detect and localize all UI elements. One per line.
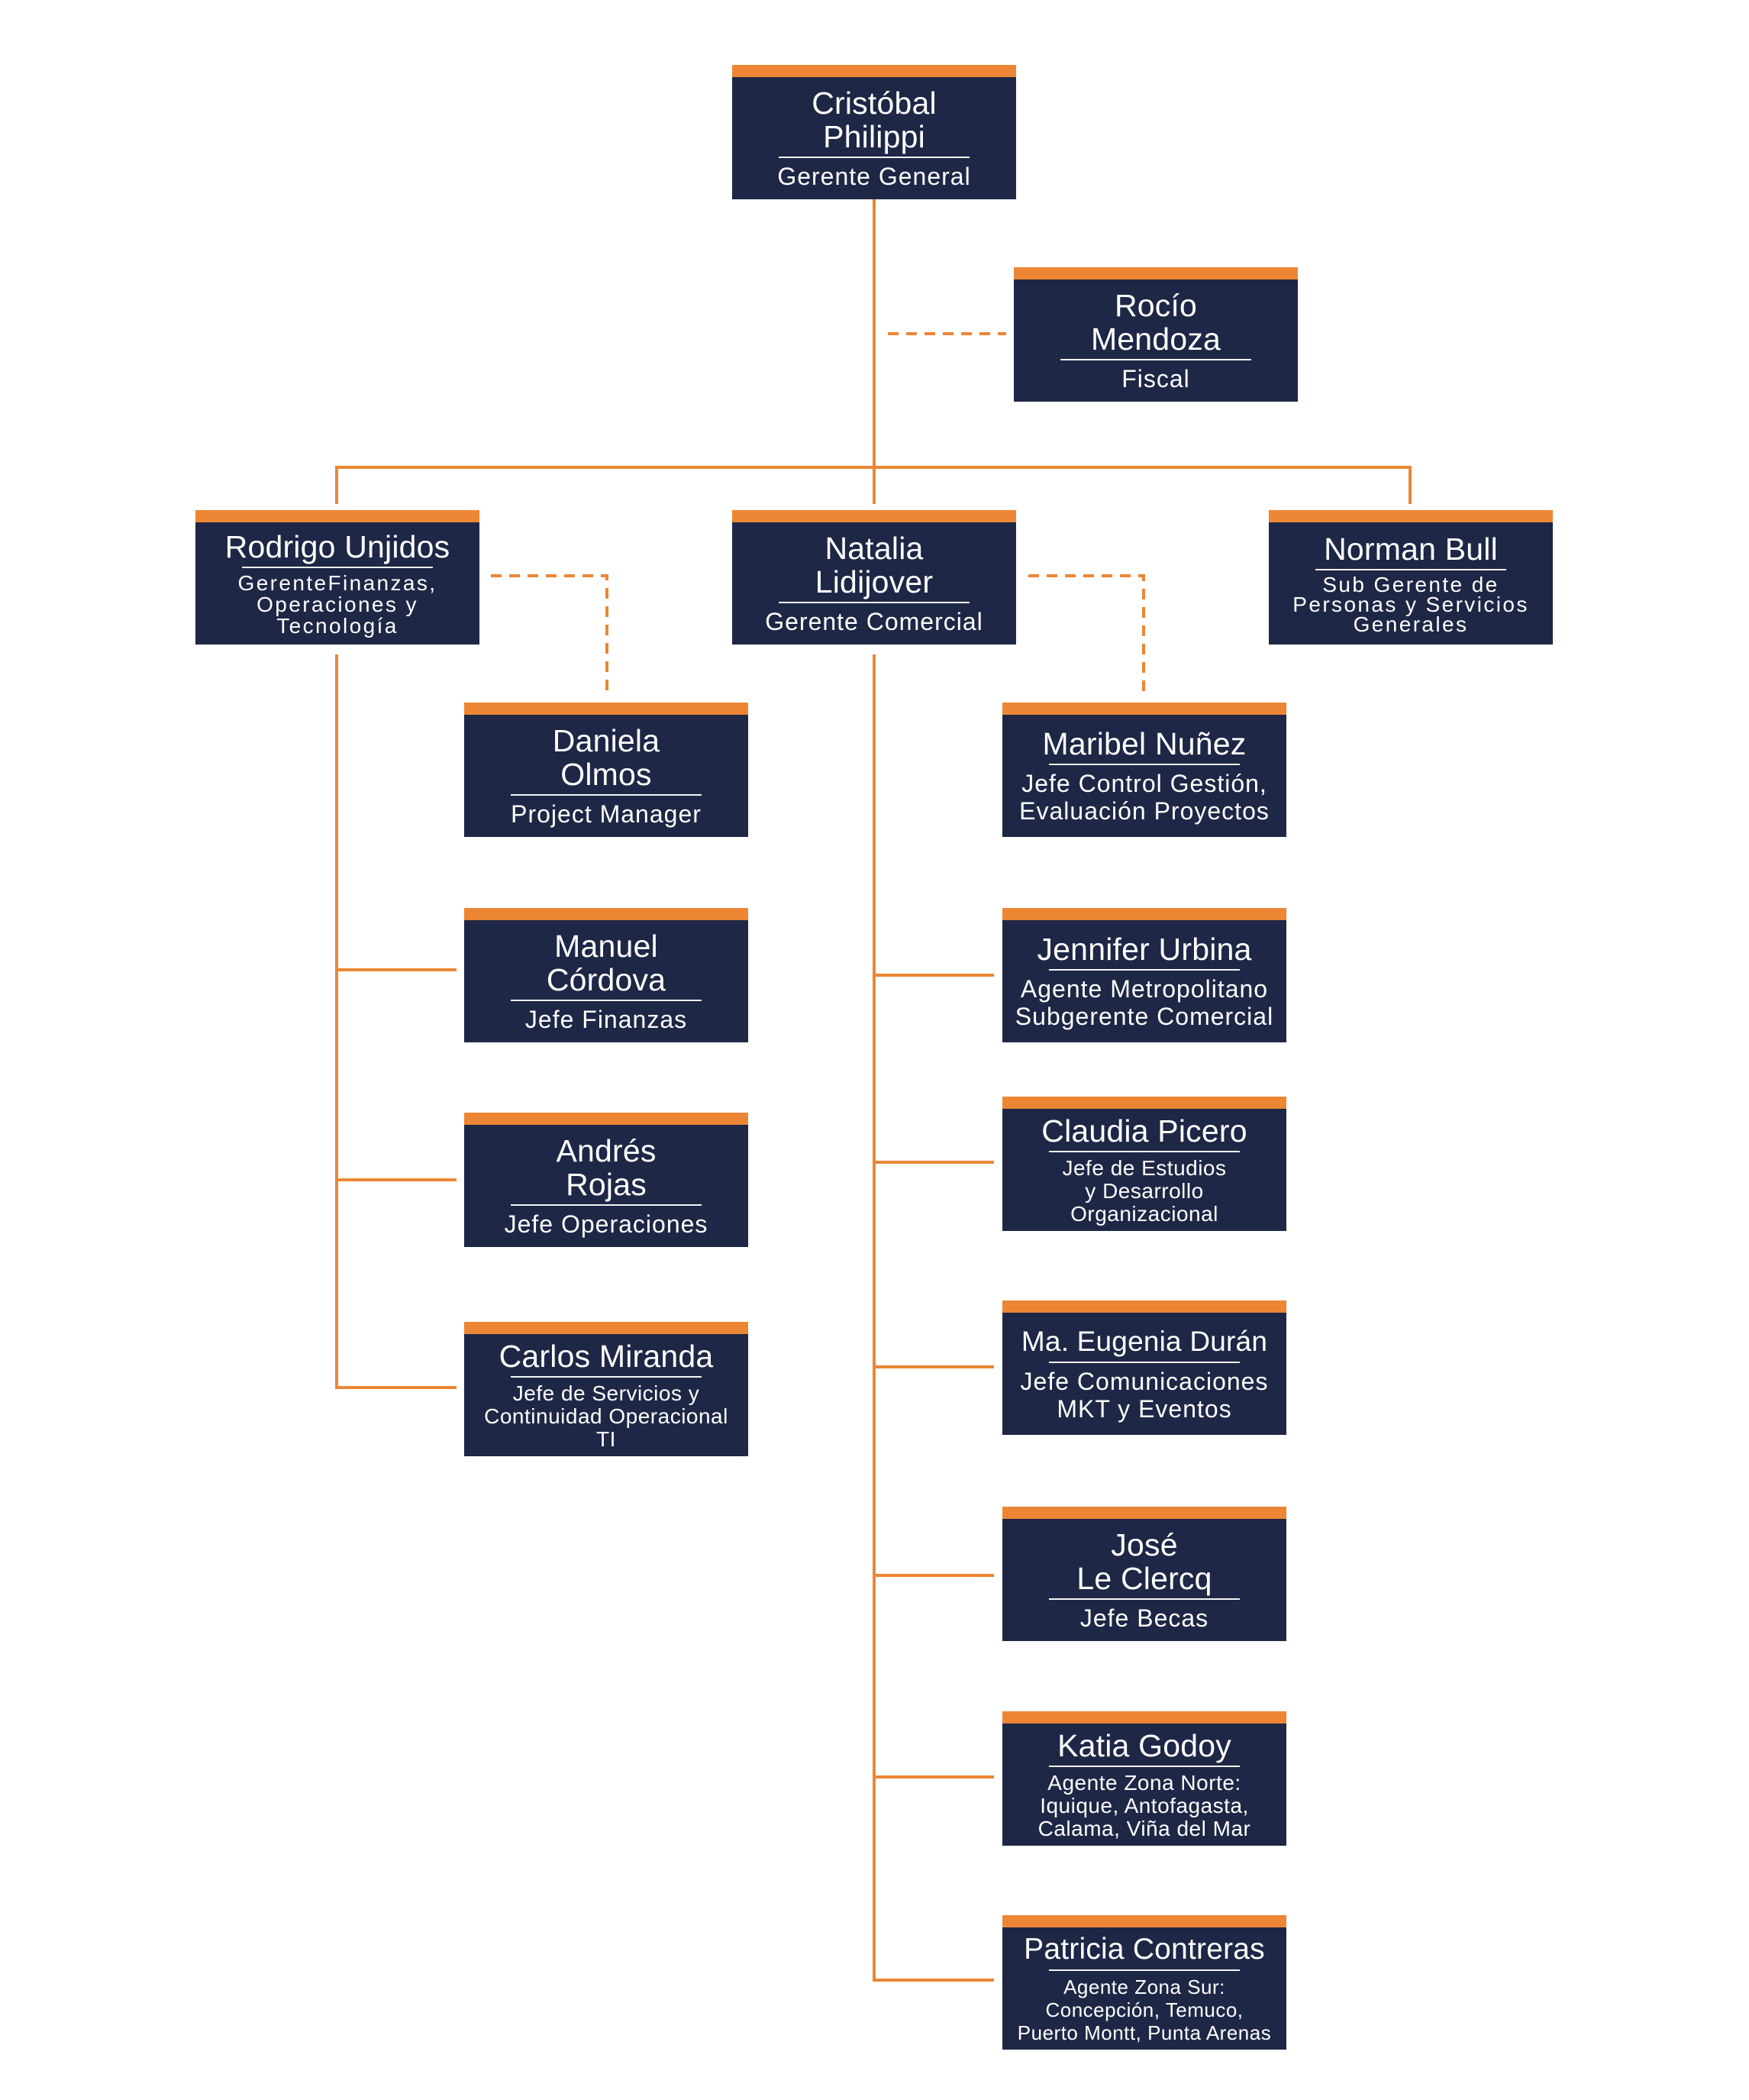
node-role: Jefe de Servicios y Continuidad Operacio… <box>484 1381 728 1451</box>
node-role: Jefe Becas <box>1079 1604 1209 1632</box>
node-andres: Andrés Rojas Jefe Operaciones <box>464 1113 748 1247</box>
name-divider <box>511 1204 702 1206</box>
node-name: Daniela Olmos <box>552 723 660 792</box>
node-name: Patricia Contreras <box>1024 1933 1265 1966</box>
node-role: Jefe de Estudios y Desarrollo Organizaci… <box>1062 1156 1227 1226</box>
node-role: GerenteFinanzas, Operaciones y Tecnologí… <box>237 571 437 638</box>
node-role: Sub Gerente de Personas y Servicios Gene… <box>1292 573 1529 636</box>
node-name: Natalia Lidijover <box>815 531 934 599</box>
node-role: Jefe Finanzas <box>524 1006 688 1033</box>
node-maribel: Maribel Nuñez Jefe Control Gestión, Eval… <box>1002 703 1286 837</box>
node-name: Norman Bull <box>1324 531 1498 567</box>
name-divider <box>1049 969 1240 971</box>
node-role: Agente Zona Norte: Iquique, Antofagasta,… <box>1037 1771 1251 1840</box>
name-divider <box>1060 359 1251 360</box>
node-name: Ma. Eugenia Durán <box>1021 1326 1268 1357</box>
node-eugenia: Ma. Eugenia Durán Jefe Comunicaciones MK… <box>1002 1300 1286 1435</box>
name-divider <box>1049 1598 1240 1600</box>
node-name: Rodrigo Unjidos <box>224 529 450 564</box>
dashed-connector-maribel <box>1028 574 1145 691</box>
name-divider <box>1049 1151 1240 1152</box>
node-name: Carlos Miranda <box>499 1339 714 1374</box>
node-jennifer: Jennifer Urbina Agente Metropolitano Sub… <box>1002 908 1286 1042</box>
node-role: Agente Zona Sur: Concepción, Temuco, Pue… <box>1017 1976 1272 2044</box>
node-role: Jefe Control Gestión, Evaluación Proyect… <box>1019 770 1270 825</box>
node-jose: José Le Clercq Jefe Becas <box>1002 1507 1286 1641</box>
node-manuel: Manuel Córdova Jefe Finanzas <box>464 908 748 1042</box>
node-role: Jefe Comunicaciones MKT y Eventos <box>1020 1368 1269 1423</box>
node-name: Rocío Mendoza <box>1090 288 1221 357</box>
node-role: Gerente General <box>777 163 971 190</box>
name-divider <box>1049 1969 1240 1971</box>
node-rocio: Rocío Mendoza Fiscal <box>1014 267 1298 402</box>
name-divider <box>779 602 970 603</box>
node-name: Andrés Rojas <box>556 1133 657 1202</box>
name-divider <box>1049 1362 1240 1363</box>
name-divider <box>511 794 702 796</box>
node-role: Jefe Operaciones <box>504 1210 708 1238</box>
name-divider <box>511 1000 702 1001</box>
node-katia: Katia Godoy Agente Zona Norte: Iquique, … <box>1002 1711 1286 1846</box>
node-rodrigo: Rodrigo Unjidos GerenteFinanzas, Operaci… <box>195 510 479 645</box>
node-name: José Le Clercq <box>1076 1527 1212 1596</box>
node-name: Katia Godoy <box>1057 1728 1231 1763</box>
node-carlos: Carlos Miranda Jefe de Servicios y Conti… <box>464 1322 748 1456</box>
name-divider <box>511 1376 702 1378</box>
node-role: Fiscal <box>1121 365 1190 393</box>
name-divider <box>1049 764 1240 765</box>
node-natalia: Natalia Lidijover Gerente Comercial <box>732 510 1016 645</box>
name-divider <box>779 157 970 158</box>
dashed-connector-daniela <box>491 574 608 691</box>
node-claudia: Claudia Picero Jefe de Estudios y Desarr… <box>1002 1097 1286 1231</box>
node-name: Manuel Córdova <box>546 929 666 997</box>
node-cristobal: Cristóbal Philippi Gerente General <box>732 65 1016 199</box>
node-role: Agente Metropolitano Subgerente Comercia… <box>1015 975 1274 1030</box>
node-name: Cristóbal Philippi <box>812 86 937 154</box>
node-name: Jennifer Urbina <box>1037 932 1252 967</box>
node-role: Project Manager <box>511 800 702 828</box>
node-daniela: Daniela Olmos Project Manager <box>464 703 748 837</box>
name-divider <box>1315 569 1506 570</box>
node-norman: Norman Bull Sub Gerente de Personas y Se… <box>1269 510 1553 645</box>
name-divider <box>1049 1766 1240 1767</box>
node-name: Claudia Picero <box>1041 1113 1247 1149</box>
node-role: Gerente Comercial <box>765 608 983 635</box>
node-name: Maribel Nuñez <box>1042 726 1247 761</box>
name-divider <box>242 567 433 568</box>
node-patricia: Patricia Contreras Agente Zona Sur: Conc… <box>1002 1915 1286 2050</box>
